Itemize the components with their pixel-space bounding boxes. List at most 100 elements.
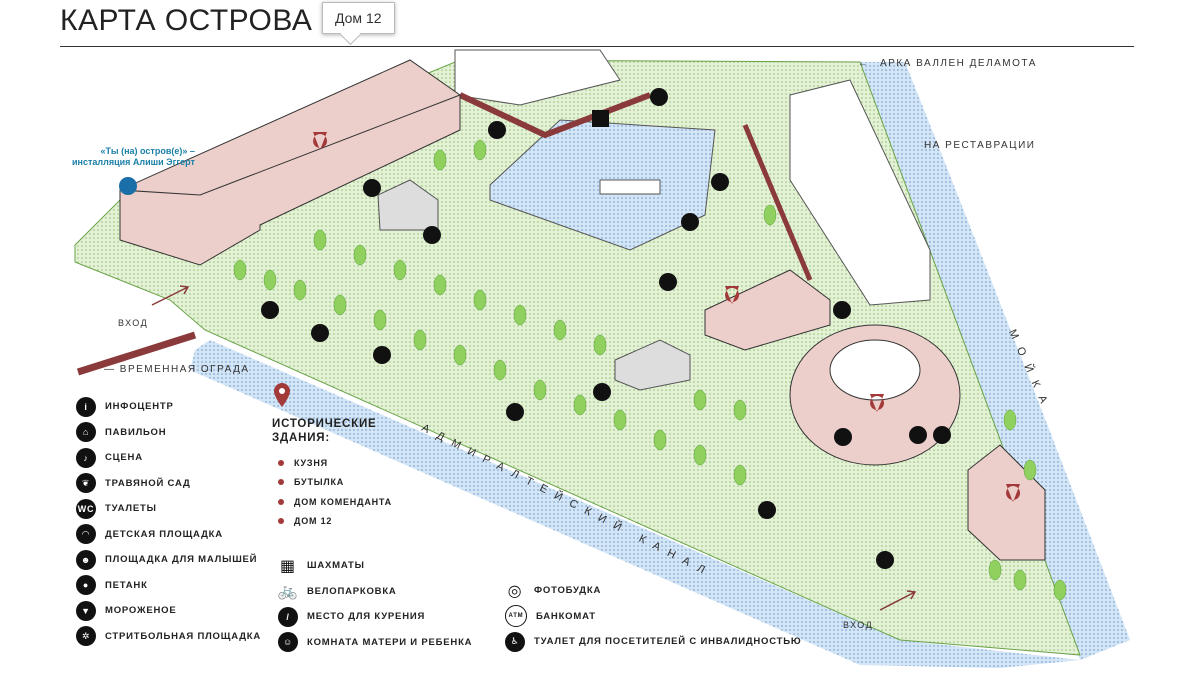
legend-label: ТРАВЯНОЙ САД xyxy=(105,477,191,489)
photo-booth-icon: ◎ xyxy=(507,582,523,600)
installation-text: «Ты (на) остров(е)» – инсталляция Алиши … xyxy=(72,146,195,167)
pavilion-icon: ⌂ xyxy=(76,422,96,443)
historic-label: БУТЫЛКА xyxy=(294,477,345,488)
mother-child-room-icon: ☺ xyxy=(278,632,298,653)
building-tooltip: Дом 12 xyxy=(322,2,395,34)
entrance-right-label: ВХОД xyxy=(843,620,874,630)
chess-icon: ▦ xyxy=(280,557,296,575)
moika-river xyxy=(860,62,1130,660)
legend-label: МЕСТО ДЛЯ КУРЕНИЯ xyxy=(307,611,426,623)
legend-label: ШАХМАТЫ xyxy=(307,560,365,572)
pin-bottle xyxy=(870,394,885,412)
historic-title: ИСТОРИЧЕСКИЕ ЗДАНИЯ: xyxy=(272,418,377,444)
legend-item: ♿ ТУАЛЕТ ДЛЯ ПОСЕТИТЕЛЕЙ С ИНВАЛИДНОСТЬЮ xyxy=(505,629,802,655)
installation-label[interactable]: «Ты (на) остров(е)» – инсталляция Алиши … xyxy=(72,146,195,168)
legend-item: ❦ ТРАВЯНОЙ САД xyxy=(76,471,261,497)
legend-label: ФОТОБУДКА xyxy=(534,585,602,597)
bicycle-icon: 🚲 xyxy=(277,583,299,601)
title-divider xyxy=(60,46,1134,47)
map-icons xyxy=(261,88,951,569)
building-commandant xyxy=(704,269,831,351)
legend-item: / МЕСТО ДЛЯ КУРЕНИЯ xyxy=(278,604,472,630)
legend-label: ТУАЛЕТ ДЛЯ ПОСЕТИТЕЛЕЙ С ИНВАЛИДНОСТЬЮ xyxy=(534,636,802,648)
page-title: КАРТА ОСТРОВА xyxy=(60,4,313,37)
legend-item: ▦ ШАХМАТЫ xyxy=(278,553,472,579)
streetball-icon: ✲ xyxy=(76,626,96,647)
legend-label: ВЕЛОПАРКОВКА xyxy=(307,585,397,597)
atm-icon: ATM xyxy=(505,605,527,628)
legend-item: ✲ СТРИТБОЛЬНАЯ ПЛОЩАДКА xyxy=(76,624,261,650)
admiralty-canal xyxy=(190,340,1080,668)
playground-icon: ◠ xyxy=(76,524,96,545)
legend-label: СТРИТБОЛЬНАЯ ПЛОЩАДКА xyxy=(105,630,262,642)
legend-services: ▦ ШАХМАТЫ 🚲 ВЕЛОПАРКОВКА / МЕСТО ДЛЯ КУРЕНИ… xyxy=(278,553,472,655)
legend-item: ☻ ПЛОЩАДКА ДЛЯ МАЛЫШЕЙ xyxy=(76,547,261,573)
toddler-area-icon: ☻ xyxy=(76,549,96,570)
temporary-fence xyxy=(76,331,197,376)
arch-arrow-icon: ← xyxy=(858,58,870,69)
legend-label: ПАВИЛЬОН xyxy=(105,426,167,438)
legend-item: ⌂ ПАВИЛЬОН xyxy=(76,420,261,446)
historic-item[interactable]: ДОМ 12 xyxy=(272,512,392,532)
legend-label: ИНФОЦЕНТР xyxy=(105,401,174,413)
legend-item: WC ТУАЛЕТЫ xyxy=(76,496,261,522)
installation-marker xyxy=(119,177,137,195)
entrance-left-label: ВХОД xyxy=(118,318,149,328)
bullet-icon xyxy=(278,459,284,466)
info-icon: i xyxy=(76,396,96,417)
legend-item: 🚲 ВЕЛОПАРКОВКА xyxy=(278,579,472,605)
pond-pier xyxy=(599,179,661,195)
pin-commandant xyxy=(725,286,740,304)
historic-item[interactable]: ДОМ КОМЕНДАНТА xyxy=(272,492,392,512)
entrance-arrow-right xyxy=(879,590,917,611)
legend-item: ◠ ДЕТСКАЯ ПЛОЩАДКА xyxy=(76,522,261,548)
legend-amenities: i ИНФОЦЕНТР ⌂ ПАВИЛЬОН ♪ СЦЕНА ❦ ТРАВЯНОЙ СА… xyxy=(76,394,261,649)
bullet-icon xyxy=(278,498,284,505)
legend-item: ▼ МОРОЖЕНОЕ xyxy=(76,598,261,624)
legend-label: БАНКОМАТ xyxy=(536,610,596,622)
legend-item: ◎ ФОТОБУДКА xyxy=(505,578,802,604)
trees xyxy=(233,139,1067,601)
entrance-arrow-left xyxy=(151,285,190,306)
legend-label: ПЛОЩАДКА ДЛЯ МАЛЫШЕЙ xyxy=(105,554,258,566)
accessible-toilet-icon: ♿ xyxy=(505,631,525,652)
legend-services-2: ◎ ФОТОБУДКА ATM БАНКОМАТ ♿ ТУАЛЕТ ДЛЯ ПОСЕТ… xyxy=(505,578,802,655)
legend-label: МОРОЖЕНОЕ xyxy=(105,605,177,617)
bullet-icon xyxy=(278,479,284,486)
restoration-label: НА РЕСТАВРАЦИИ xyxy=(924,140,1036,151)
petanque-icon: ● xyxy=(76,575,96,596)
wc-icon: WC xyxy=(76,498,96,519)
pin-dom-12 xyxy=(1006,484,1021,502)
legend-item: ● ПЕТАНК xyxy=(76,573,261,599)
legend-label: КОМНАТА МАТЕРИ И РЕБЕНКА xyxy=(307,636,473,648)
pin-kuznya xyxy=(313,132,328,150)
east-building xyxy=(789,79,931,306)
legend-item: ♪ СЦЕНА xyxy=(76,445,261,471)
bullet-icon xyxy=(278,518,284,525)
legend-label: ТУАЛЕТЫ xyxy=(105,503,157,515)
legend-item: ☺ КОМНАТА МАТЕРИ И РЕБЕНКА xyxy=(278,630,472,656)
historic-item[interactable]: КУЗНЯ xyxy=(272,453,392,473)
pavilion-building xyxy=(614,339,691,391)
north-building xyxy=(454,49,621,106)
historic-label: КУЗНЯ xyxy=(294,457,328,468)
ice-cream-icon: ▼ xyxy=(76,600,96,621)
legend-label: ПЕТАНК xyxy=(105,579,148,591)
fence-text: ВРЕМЕННАЯ ОГРАДА xyxy=(119,364,250,375)
smoking-icon: / xyxy=(278,606,298,627)
legend-historic: ИСТОРИЧЕСКИЕ ЗДАНИЯ: КУЗНЯ БУТЫЛКА ДОМ К… xyxy=(272,382,392,531)
stage-icon: ♪ xyxy=(76,447,96,468)
legend-label: СЦЕНА xyxy=(105,452,143,464)
historic-label: ДОМ КОМЕНДАНТА xyxy=(294,496,392,507)
east-wall xyxy=(742,124,813,281)
legend-label: ДЕТСКАЯ ПЛОЩАДКА xyxy=(105,528,223,540)
legend-item: i ИНФОЦЕНТР xyxy=(76,394,261,420)
fence-label: — ВРЕМЕННАЯ ОГРАДА xyxy=(104,364,250,375)
historic-pins xyxy=(313,132,1021,502)
herb-garden-icon: ❦ xyxy=(76,473,96,494)
historic-item[interactable]: БУТЫЛКА xyxy=(272,473,392,493)
historic-pin-icon xyxy=(274,383,290,407)
north-wall xyxy=(458,92,652,139)
stage-building xyxy=(377,179,439,231)
